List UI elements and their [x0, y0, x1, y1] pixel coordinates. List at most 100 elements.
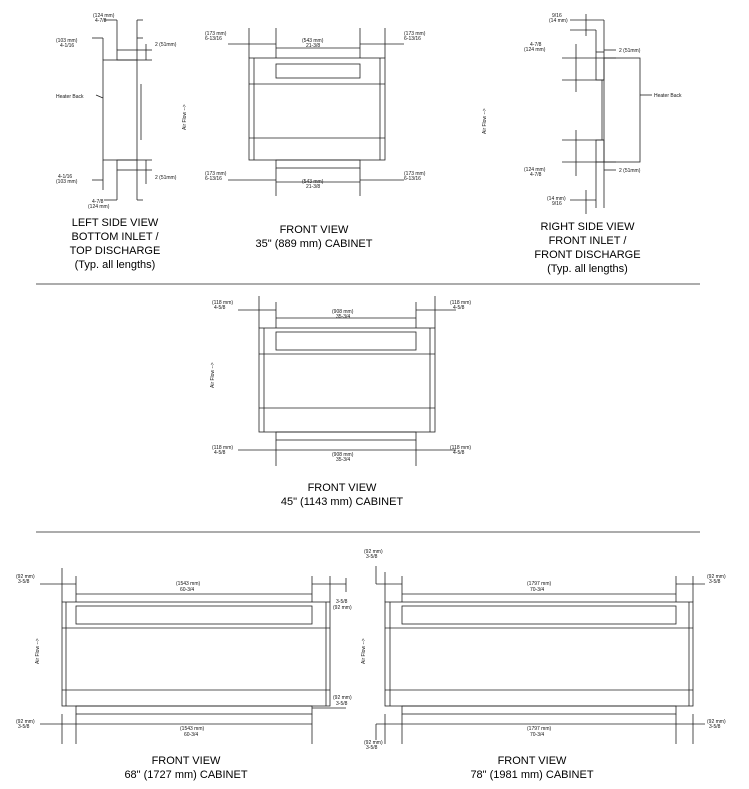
dim-label: 4-1/16	[60, 43, 74, 49]
caption-line: FRONT VIEW	[151, 755, 221, 767]
caption-line: FRONT DISCHARGE	[534, 249, 641, 261]
front-45-cabinet-drawing	[238, 296, 456, 466]
dim-label: 6-13/16	[205, 176, 222, 182]
caption-line: 45" (1143 mm) CABINET	[280, 496, 404, 508]
dim-label: (92 mm)	[707, 719, 726, 725]
dim-label: 9/16	[552, 13, 562, 19]
heater-back-label: Heater Back	[56, 94, 84, 100]
dim-label: (14 mm)	[547, 196, 566, 202]
dim-label: (92 mm)	[333, 605, 352, 611]
front-78-cabinet-drawing	[375, 566, 705, 744]
dim-label: 35-3/4	[336, 314, 350, 320]
caption-line: TOP DISCHARGE	[69, 245, 161, 257]
dim-label: 3-5/8	[336, 701, 348, 707]
dim-label: (173 mm)	[404, 31, 426, 37]
caption-line: FRONT VIEW	[279, 224, 349, 236]
caption-front-78: FRONT VIEW 78" (1981 mm) CABINET	[442, 754, 622, 782]
dim-label: 2 (51mm)	[155, 42, 177, 48]
dim-label: 4-1/16	[58, 174, 72, 180]
dim-label: 2 (51mm)	[619, 48, 641, 54]
dim-label: 3-5/8	[18, 579, 30, 585]
dim-label: (124 mm)	[524, 167, 546, 173]
dim-label: (118 mm)	[450, 445, 471, 451]
air-flow-label: Air Flow -->	[482, 108, 488, 134]
dim-label: 4-7/8	[530, 172, 542, 178]
dim-label: 4-7/8	[95, 18, 107, 24]
caption-left-side-view: LEFT SIDE VIEW BOTTOM INLET / TOP DISCHA…	[50, 216, 180, 272]
dim-label: (92 mm)	[16, 719, 35, 725]
dim-label: 3-5/8	[709, 579, 721, 585]
dim-label: (1543 mm)	[180, 726, 205, 732]
air-flow-label: Air Flow -->	[35, 638, 41, 664]
dim-label: (103 mm)	[56, 38, 78, 44]
dim-label: 3-5/8	[336, 599, 348, 605]
dim-label: 4-7/8	[92, 199, 104, 205]
dim-label: (14 mm)	[549, 18, 568, 24]
caption-line: FRONT INLET /	[548, 235, 627, 247]
caption-right-side-view: RIGHT SIDE VIEW FRONT INLET / FRONT DISC…	[520, 220, 655, 276]
caption-line: (Typ. all lengths)	[74, 259, 156, 271]
dim-label: 3-5/8	[366, 554, 378, 560]
caption-front-45: FRONT VIEW 45" (1143 mm) CABINET	[252, 481, 432, 509]
dim-label: 2 (51mm)	[155, 175, 177, 181]
dim-label: 21-3/8	[306, 184, 320, 190]
dim-label: (92 mm)	[333, 695, 352, 701]
dim-label: 3-5/8	[366, 745, 378, 751]
dim-label: (908 mm)	[332, 452, 354, 458]
dim-label: (124 mm)	[88, 204, 110, 210]
dim-label: 2 (51mm)	[619, 168, 641, 174]
dim-label: 4-5/8	[453, 450, 465, 456]
caption-front-35: FRONT VIEW 35" (889 mm) CABINET	[224, 223, 404, 251]
dim-label: 70-3/4	[530, 587, 544, 593]
dim-label: (173 mm)	[404, 171, 426, 177]
front-68-cabinet-drawing	[40, 568, 347, 744]
dim-label: 6-13/16	[404, 176, 421, 182]
dim-label: (124 mm)	[93, 13, 115, 19]
front-35-cabinet-drawing	[228, 28, 404, 196]
dim-label: 9/16	[552, 201, 562, 207]
dim-label: (92 mm)	[364, 740, 383, 746]
dim-label: (543 mm)	[302, 179, 324, 185]
dim-label: (1543 mm)	[176, 581, 201, 587]
caption-line: RIGHT SIDE VIEW	[540, 221, 635, 233]
dim-label: (124 mm)	[524, 47, 546, 53]
dim-label: (92 mm)	[707, 574, 726, 580]
heater-back-label: Heater Back	[654, 93, 682, 99]
dim-label: (543 mm)	[302, 38, 324, 44]
dim-label: 4-5/8	[453, 305, 465, 311]
caption-line: (Typ. all lengths)	[547, 263, 628, 275]
dim-label: 6-13/16	[205, 36, 222, 42]
dim-label: 70-3/4	[530, 732, 544, 738]
dim-label: (103 mm)	[56, 179, 78, 185]
caption-line: FRONT VIEW	[497, 755, 567, 767]
dim-label: 35-3/4	[336, 457, 350, 463]
left-side-view-drawing	[92, 19, 152, 201]
air-flow-label: Air Flow -->	[361, 638, 367, 664]
dim-label: (118 mm)	[450, 300, 471, 306]
dim-label: (173 mm)	[205, 171, 227, 177]
dim-label: (1797 mm)	[527, 581, 552, 587]
caption-line: 35" (889 mm) CABINET	[255, 238, 373, 250]
right-side-view-drawing	[562, 14, 652, 214]
air-flow-label: Air Flow -->	[210, 362, 216, 388]
dim-label: 4-5/8	[214, 305, 226, 311]
dim-label: (118 mm)	[212, 300, 233, 306]
dim-label: 60-3/4	[184, 732, 198, 738]
dim-label: (92 mm)	[16, 574, 35, 580]
dim-label: 4-5/8	[214, 450, 226, 456]
dim-label: 21-3/8	[306, 43, 320, 49]
dim-label: (173 mm)	[205, 31, 227, 37]
dim-label: 4-7/8	[530, 42, 542, 48]
dim-label: 6-13/16	[404, 36, 421, 42]
dim-label: 3-5/8	[18, 724, 30, 730]
caption-line: 68" (1727 mm) CABINET	[124, 769, 248, 781]
dim-label: 60-3/4	[180, 587, 194, 593]
caption-line: LEFT SIDE VIEW	[71, 217, 159, 229]
dim-label: (908 mm)	[332, 309, 354, 315]
caption-line: FRONT VIEW	[307, 482, 377, 494]
caption-line: 78" (1981 mm) CABINET	[470, 769, 594, 781]
air-flow-label: Air Flow -->	[182, 104, 188, 130]
caption-line: BOTTOM INLET /	[71, 231, 159, 243]
caption-front-68: FRONT VIEW 68" (1727 mm) CABINET	[96, 754, 276, 782]
